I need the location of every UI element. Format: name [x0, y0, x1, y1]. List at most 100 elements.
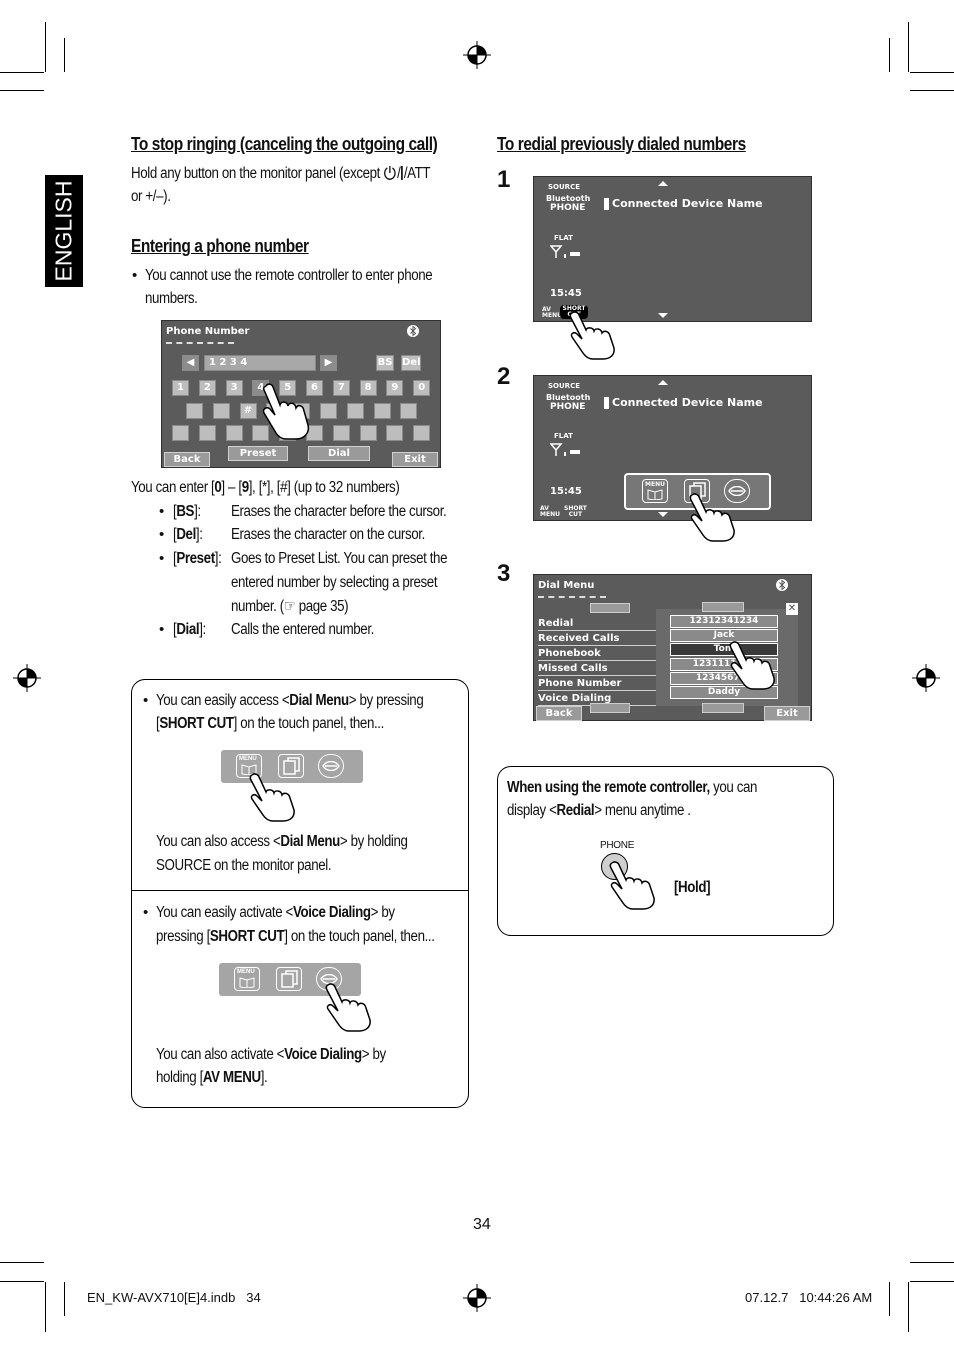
t: CUT [568, 511, 583, 518]
dial-key-name: Dial [176, 621, 200, 638]
bluetooth-icon [776, 579, 788, 591]
cursor-right-button[interactable]: ▶ [320, 355, 337, 371]
copy-icon[interactable] [684, 479, 710, 503]
blank-key[interactable] [252, 425, 270, 441]
down-arrow-icon[interactable] [658, 512, 668, 517]
del-key[interactable]: Del [401, 355, 421, 371]
t: you can [709, 779, 758, 796]
redial-heading: To redial previously dialed numbers [497, 134, 746, 154]
dial-menu-item[interactable]: Received Calls [538, 633, 656, 646]
blank-key[interactable] [332, 425, 350, 441]
t: [ [156, 715, 160, 732]
dial-menu-item[interactable]: Missed Calls [538, 663, 656, 676]
scroll-down-button[interactable] [590, 703, 630, 713]
stop-ringing-text-1b: /ATT [403, 165, 431, 182]
digit-key-5[interactable]: 5 [279, 380, 297, 396]
blank-key[interactable] [212, 403, 230, 419]
blank-key[interactable] [373, 403, 391, 419]
blank-key[interactable] [320, 403, 337, 419]
scroll-up-button[interactable] [590, 603, 630, 613]
blank-key[interactable] [386, 425, 404, 441]
digit-key-1[interactable]: 1 [172, 380, 189, 396]
preset-button[interactable]: Preset [228, 446, 288, 461]
enter-info-c: ], [*], [#] (up to 32 numbers) [248, 479, 400, 496]
blank-key[interactable] [186, 403, 203, 419]
step-number: 3 [497, 560, 511, 587]
exit-button[interactable]: Exit [392, 452, 438, 467]
crop-mark [0, 1262, 44, 1263]
blank-key[interactable] [346, 403, 364, 419]
digit-key-7[interactable]: 7 [332, 380, 350, 396]
t: Voice Dialing [292, 904, 371, 921]
copy-icon[interactable] [276, 967, 302, 991]
cursor-left-button[interactable]: ◀ [182, 355, 199, 371]
number-entry-field[interactable]: 1 2 3 4 [204, 355, 316, 371]
blank-key[interactable] [225, 425, 243, 441]
bs-key[interactable]: BS [376, 355, 394, 371]
digit-key-8[interactable]: 8 [359, 380, 377, 396]
signal-icon [550, 443, 580, 456]
screen-title: Dial Menu [538, 580, 595, 591]
registration-mark-right [912, 664, 940, 692]
flat-label: FLAT [554, 432, 573, 440]
up-arrow-icon[interactable] [658, 380, 668, 385]
menu-icon-label: MENU [239, 756, 257, 762]
t: MENU [540, 511, 560, 518]
phone-button-label: PHONE [600, 840, 635, 851]
divider [538, 596, 606, 598]
t: You can also activate < [156, 1046, 285, 1063]
back-button[interactable]: Back [164, 452, 210, 467]
crop-mark [910, 1281, 954, 1282]
digit-key-0[interactable]: 0 [413, 380, 431, 396]
dial-menu-item[interactable]: Redial [538, 618, 656, 631]
redial-list-item[interactable]: 12312341234 [670, 615, 778, 628]
digit-key-2[interactable]: 2 [198, 380, 216, 396]
t: AV [540, 505, 549, 512]
dial-menu-item[interactable]: Phonebook [538, 648, 656, 661]
list-scroll-down-button[interactable] [702, 703, 744, 713]
hash-key[interactable]: # [239, 403, 257, 419]
dial-menu-icon[interactable]: MENU [642, 479, 668, 503]
language-tab: ENGLISH [45, 175, 83, 287]
blank-key[interactable] [198, 425, 216, 441]
footer-file: EN_KW-AVX710[E]4.indb 34 [87, 1290, 261, 1305]
bluetooth-phone-screen: SOURCE Bluetooth PHONE Connected Device … [533, 176, 812, 322]
t: ] on the touch panel, then... [284, 928, 435, 945]
bullet: • [159, 526, 165, 543]
up-arrow-icon[interactable] [658, 181, 668, 186]
blank-key[interactable] [413, 425, 431, 441]
list-scroll-up-button[interactable] [702, 602, 744, 612]
power-icon [384, 166, 396, 180]
voice-dialing-icon[interactable] [724, 479, 750, 503]
blank-key[interactable] [172, 425, 189, 441]
digit-key-6[interactable]: 6 [306, 380, 323, 396]
bluetooth-icon [407, 325, 419, 337]
dial-menu-icon[interactable]: MENU [234, 967, 260, 991]
t: > by [370, 904, 395, 921]
t: Voice Dialing [284, 1046, 362, 1063]
preset-key-desc-3: number. (☞ page 35) [231, 598, 349, 615]
t: You can easily access < [156, 692, 290, 709]
copy-icon[interactable] [278, 754, 304, 778]
redial-list-item[interactable]: Tom [670, 643, 778, 657]
bluetooth-phone-screen-shortcut: SOURCE Bluetooth PHONE Connected Device … [533, 375, 812, 521]
digit-key-9[interactable]: 9 [386, 380, 404, 396]
menu-icon-label: MENU [237, 969, 255, 975]
voice-dialing-icon[interactable] [318, 754, 344, 778]
digit-key-3[interactable]: 3 [225, 380, 243, 396]
phone-label: PHONE [550, 402, 586, 412]
dial-menu-item[interactable]: Phone Number [538, 678, 656, 691]
t: ]. [260, 1069, 268, 1086]
blank-key[interactable] [400, 403, 418, 419]
close-icon[interactable]: ✕ [786, 603, 798, 615]
exit-button[interactable]: Exit [764, 706, 810, 721]
blank-key[interactable] [359, 425, 377, 441]
bullet: • [159, 621, 165, 638]
down-arrow-icon[interactable] [658, 313, 668, 318]
redial-list-item[interactable]: Jack [670, 629, 778, 643]
dial-button[interactable]: Dial [308, 446, 370, 461]
back-button[interactable]: Back [536, 706, 582, 721]
